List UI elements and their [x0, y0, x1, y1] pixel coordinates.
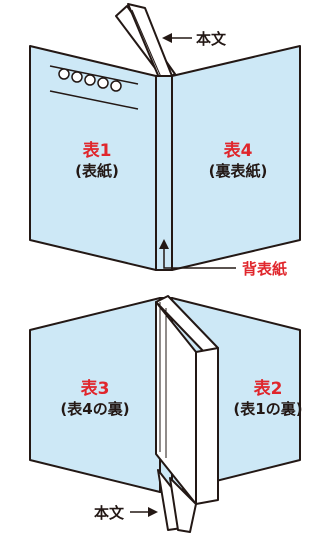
cover-3-title: 表3	[80, 379, 110, 399]
top-book	[29, 3, 301, 271]
bottom-body-tail-2	[169, 477, 197, 533]
spine-arrow	[159, 239, 236, 269]
top-body-label: 本文	[196, 30, 227, 48]
cover-4-subtitle: (裏表紙)	[208, 162, 268, 180]
cover-4-panel	[171, 45, 301, 271]
cover-3-subtitle: (表4の裏)	[60, 400, 130, 418]
cover-1-subtitle: (表紙)	[75, 162, 119, 180]
cover-4-title: 表4	[223, 141, 253, 161]
cover-2-title: 表2	[253, 379, 283, 399]
bottom-book	[29, 295, 301, 533]
cover-2-subtitle: (表1の裏)	[233, 400, 303, 418]
bottom-body-label: 本文	[94, 504, 125, 522]
bottom-body-arrow	[130, 507, 158, 517]
cover-1-title: 表1	[82, 141, 112, 161]
bottom-body-pages-front	[195, 347, 219, 505]
title-line-bottom	[49, 90, 139, 110]
spine-label: 背表紙	[242, 260, 288, 278]
top-body-arrow	[162, 33, 192, 43]
title-circles	[58, 68, 122, 92]
